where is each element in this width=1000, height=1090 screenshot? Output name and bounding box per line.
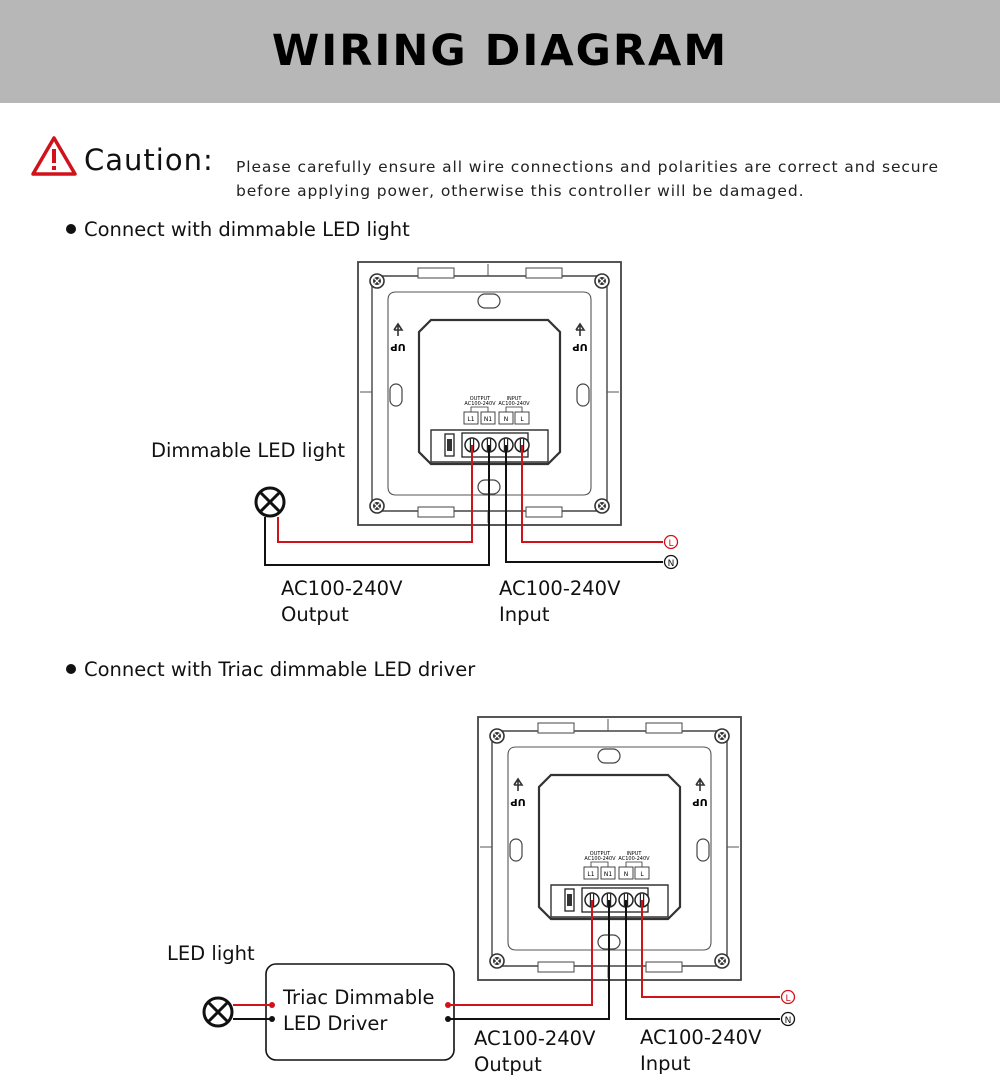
device2-input-voltage: AC100-240V [618, 856, 650, 862]
triac-driver-box [265, 963, 455, 1061]
driver-in-neutral-dot [269, 1016, 275, 1022]
controller-device-2: UP UP OUTPUT AC100-240V INPUT AC100-240V… [478, 717, 741, 980]
live-marker-1: L [663, 534, 679, 550]
device1-terminal-l: L [520, 416, 524, 423]
device1-terminal-n: N [504, 416, 509, 423]
wire-l1-to-driver [448, 900, 593, 1006]
svg-text:L: L [668, 539, 673, 549]
neutral-marker-2: N [780, 1011, 796, 1027]
device1-output-voltage: AC100-240V [464, 401, 496, 407]
led-light-label: LED light [167, 942, 255, 965]
driver-out-live-dot [445, 1002, 451, 1008]
neutral-marker-1: N [663, 554, 679, 570]
device2-terminal-n: N [624, 871, 629, 878]
device1-terminal-n1: N1 [484, 416, 492, 423]
device2-terminal-l1: L1 [587, 871, 594, 878]
lamp-icon-2 [202, 996, 234, 1028]
dimmable-led-light-label: Dimmable LED light [151, 439, 345, 462]
device2-terminal-n1: N1 [604, 871, 612, 878]
input-label-1-line1: AC100-240V [499, 577, 621, 600]
wire-l-input [521, 445, 663, 543]
input-label-2-line2: Input [640, 1052, 691, 1075]
device2-terminal-l: L [640, 871, 644, 878]
section2-heading-text: Connect with Triac dimmable LED driver [84, 658, 476, 681]
svg-text:N: N [785, 1016, 792, 1026]
output-label-1: AC100-240V Output [281, 576, 402, 628]
caution-text-line2: before applying power, otherwise this co… [236, 182, 805, 200]
device2-up-text-left: UP [510, 796, 525, 807]
wire-l-input-2 [641, 900, 780, 998]
svg-text:N: N [668, 559, 675, 569]
caution-text-line1: Please carefully ensure all wire connect… [236, 158, 939, 176]
section2-wires [233, 900, 780, 1020]
header-bar: WIRING DIAGRAM [0, 0, 1000, 103]
input-label-1: AC100-240V Input [499, 576, 620, 628]
driver-label: Triac Dimmable LED Driver [283, 985, 435, 1037]
input-label-2: AC100-240V Input [640, 1025, 761, 1077]
device1-output-text: OUTPUT [470, 396, 491, 402]
lamp-icon-1 [254, 486, 286, 518]
warning-icon [31, 136, 77, 176]
section1-heading: Connect with dimmable LED light [66, 218, 410, 241]
device2-input-text: INPUT [627, 851, 643, 857]
svg-text:L: L [785, 994, 790, 1004]
driver-out-neutral-dot [445, 1016, 451, 1022]
device2-output-text: OUTPUT [590, 851, 611, 857]
device2-output-voltage: AC100-240V [584, 856, 616, 862]
bullet-dot [66, 663, 76, 674]
output-label-2: AC100-240V Output [474, 1026, 595, 1078]
input-label-2-line1: AC100-240V [640, 1026, 762, 1049]
input-label-1-line2: Input [499, 603, 550, 626]
device1-input-voltage: AC100-240V [498, 401, 530, 407]
section1-heading-text: Connect with dimmable LED light [84, 218, 410, 241]
driver-label-line1: Triac Dimmable [283, 986, 435, 1009]
caution-heading: Caution: [84, 143, 214, 177]
wire-n1-to-driver [448, 900, 610, 1020]
live-marker-2: L [780, 989, 796, 1005]
wire-l1-to-lamp [277, 445, 473, 543]
device1-terminal-l1: L1 [467, 416, 474, 423]
section1-wires [264, 445, 663, 566]
driver-label-line2: LED Driver [283, 1012, 388, 1035]
output-label-2-line2: Output [474, 1053, 542, 1076]
device2-up-text-right: UP [692, 796, 707, 807]
device1-up-text-left: UP [390, 341, 405, 352]
driver-in-live-dot [269, 1002, 275, 1008]
controller-device-1: UP UP OUTPUT AC100-240V INPUT AC100-240V… [358, 262, 621, 525]
section2-heading: Connect with Triac dimmable LED driver [66, 658, 475, 681]
device1-up-text-right: UP [572, 341, 587, 352]
wire-n1-to-lamp [264, 445, 490, 566]
output-label-1-line2: Output [281, 603, 349, 626]
device1-input-text: INPUT [507, 396, 523, 402]
output-label-1-line1: AC100-240V [281, 577, 403, 600]
wire-n-input-2 [625, 900, 780, 1020]
output-label-2-line1: AC100-240V [474, 1027, 596, 1050]
page-title: WIRING DIAGRAM [271, 26, 729, 76]
bullet-dot [66, 223, 76, 234]
wire-n-input [505, 445, 663, 563]
caution-text: Please carefully ensure all wire connect… [236, 155, 996, 203]
